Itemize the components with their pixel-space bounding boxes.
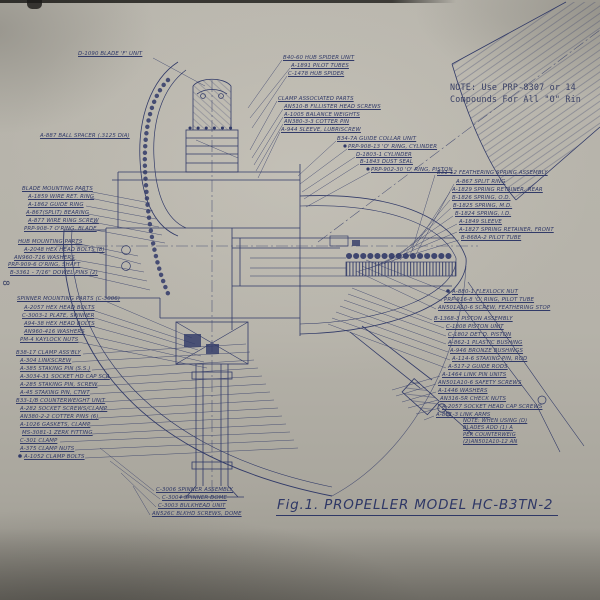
blade-section (317, 1, 600, 243)
part-label: A-946 BRONZE BUSHINGS (450, 348, 524, 354)
part-label: A-861-3 LINK ARMS (436, 412, 491, 418)
part-label: B31-12 FEATHERING SPRING ASSEMBLY (437, 170, 548, 176)
part-label: CLAMP ASSOCIATED PARTS (278, 96, 354, 102)
ball-bearing-chain (142, 77, 173, 301)
part-label: HUB MOUNTING PARTS (18, 239, 83, 245)
part-label: C-1802 DET'D. PISTON (448, 332, 512, 338)
part-label: D-1803-1 CYLINDER (356, 152, 412, 158)
part-label: C-3004 SPINNER DOME (162, 495, 228, 501)
part-label: A-1891 PILOT TUBES (291, 63, 349, 69)
part-label: A-3034-31 SOCKET HD CAP SCR (20, 374, 110, 380)
part-label: A-385 STAKING PIN (S.S.) (20, 366, 91, 372)
part-label: AN380-3-3 COTTER PIN (284, 119, 350, 125)
part-label: A-887 BALL SPACER (.3125 DIA) (40, 133, 130, 139)
page-number: 8 (0, 280, 10, 286)
part-label: A-2057 SOCKET HEAD CAP SCREWS (442, 404, 543, 410)
part-label: A-944 SLEEVE, LUBRISCREW (281, 127, 361, 133)
part-label: A-877 WIRE RING SCREW (28, 218, 99, 224)
note-line-2: Compounds For All "O" Rin (450, 93, 582, 104)
part-label: PRP-916-8 'O' RING, PILOT TUBE (444, 297, 535, 303)
part-label: A-867 SPLIT RING (456, 179, 506, 185)
hub-body (105, 164, 467, 336)
part-label: B-1826 SPRING, O.D. (452, 195, 511, 201)
part-label: A-1829 SPRING RETAINER, REAR (452, 187, 543, 193)
part-label: PM-4 KAYLOCK NUTS (20, 337, 79, 343)
cylinder-dome (185, 78, 239, 173)
part-label: A-282 SOCKET SCREWS/CLAMP (20, 406, 108, 412)
part-label: B-1825 SPRING, M.D. (453, 203, 513, 209)
part-label: MS-3081-1 ZERK FITTING (22, 430, 93, 436)
part-label: BLADE MOUNTING PARTS (22, 186, 93, 192)
part-label: A-880-1 FLEXLOCK NUT (452, 289, 518, 295)
part-label: AN380-2-2 COTTER PINS (6) (20, 414, 99, 420)
part-label: AN526C BLKHD SCREWS, DOME (152, 511, 242, 517)
figure-title: Fig.1. PROPELLER MODEL HC-B3TN-2 (276, 497, 559, 516)
part-label: A94-38 HEX HEAD BOLTS (24, 321, 95, 327)
part-label: B38-17 CLAMP ASS'BLY (16, 350, 81, 356)
part-label: B33-1/B COUNTERWEIGHT UNIT (16, 398, 106, 404)
leader-lines (59, 57, 460, 516)
part-label: A-1052 CLAMP BOLTS (24, 454, 85, 460)
part-label: B40-60 HUB SPIDER UNIT (283, 55, 355, 61)
part-label: PRP-909-6 O'RING, SHAFT (8, 262, 81, 268)
part-label: B-3361 - 7/16" DOWEL PINS (2) (10, 270, 98, 276)
part-label: A-1862 GUIDE RING (28, 202, 84, 208)
part-label: SPINNER MOUNTING PARTS (C-3006) (17, 296, 121, 302)
part-label: C-3003 BULKHEAD UNIT (158, 503, 226, 509)
part-label: A-867(SPLIT) BEARING (26, 210, 90, 216)
part-label: A-285 STAKING PIN, SCREW (20, 382, 98, 388)
part-label: A-45 STAKING PIN, CTWT (20, 390, 90, 396)
part-label: AN501A10-6 SCREW, FEATHERING STOP (438, 305, 551, 311)
part-label: A-2048 HEX HEAD BOLTS (8) (24, 247, 105, 253)
part-label: C-1808 PISTON UNIT (446, 324, 504, 330)
part-label: AN960-716 WASHERS (14, 255, 75, 261)
part-label: PER COUNTERWEIG (463, 432, 516, 438)
part-label: A-2057 HEX HEAD BOLTS (24, 305, 95, 311)
part-label: PRP-908-7 O'RING, BLADE (24, 226, 97, 232)
part-label: BLADES ADD (1) A (463, 425, 513, 431)
part-label: B-868A-2 PILOT TUBE (461, 235, 522, 241)
part-label: D-1090 BLADE 'F' UNIT (78, 51, 143, 57)
part-label: B-1843 DUST SEAL (360, 159, 413, 165)
part-label: B34-7A GUIDE COLLAR UNIT (337, 136, 417, 142)
feathering-spring (345, 253, 457, 277)
part-label: AN510-B FILLISTER HEAD SCREWS (284, 104, 381, 110)
part-label: AN316-5R CHECK NUTS (440, 396, 507, 402)
part-label: A-1026 GASKETS, CLAMP (20, 422, 91, 428)
part-label: A-1464 LINK PIN UNITS (442, 372, 507, 378)
part-label: A-1827 SPRING RETAINER, FRONT (459, 227, 554, 233)
part-label: PRP-908-13 'O' RING, CYLINDER (348, 144, 438, 150)
part-label: AN960-416 WASHERS (24, 329, 85, 335)
part-label: A-375 CLAMP NUTS (20, 446, 75, 452)
part-label: NOTE: WHEN USING (D) (463, 418, 528, 424)
part-label: A-517-2 GUIDE RODS (448, 364, 508, 370)
part-label: A-1859 WIRE RET. RING (28, 194, 95, 200)
callout-dots (18, 144, 450, 458)
part-label: C-3006 SPINNER ASSEMBLY (156, 487, 233, 493)
part-label: C-1478 HUB SPIDER (288, 71, 345, 77)
part-label: PRP-902-30 'O' RING, PISTON (371, 167, 453, 173)
note-line-1: NOTE: Use PRP-8307 or 14 (450, 82, 576, 92)
part-label: (2)AN501A10-12 AN (463, 439, 518, 445)
part-label: AN501A10-6 SAFETY SCREWS (438, 380, 522, 386)
part-label: B-1824 SPRING, I.D. (455, 211, 512, 217)
part-label: A-304 LINKSCREW (20, 358, 72, 364)
part-label: A-1005 BALANCE WEIGHTS (284, 112, 360, 118)
o-ring-note: NOTE: Use PRP-8307 or 14 Compounds For A… (450, 82, 600, 105)
part-label: A-1849 SLEEVE (459, 219, 502, 225)
part-label: B-1368-3 PISTON ASSEMBLY (434, 316, 513, 322)
part-label: A-1446 WASHERS (438, 388, 488, 394)
clamp-block (175, 321, 249, 365)
part-label: C-301 CLAMP (20, 438, 58, 444)
part-label: A-114-6 STAKING PIN, ROD (452, 356, 528, 362)
part-label: C-3003-1 PLATE, SPINNER (22, 313, 95, 319)
bearing-bore (121, 61, 187, 301)
part-label: A-862-1 PLASTIC BUSHING (448, 340, 523, 346)
